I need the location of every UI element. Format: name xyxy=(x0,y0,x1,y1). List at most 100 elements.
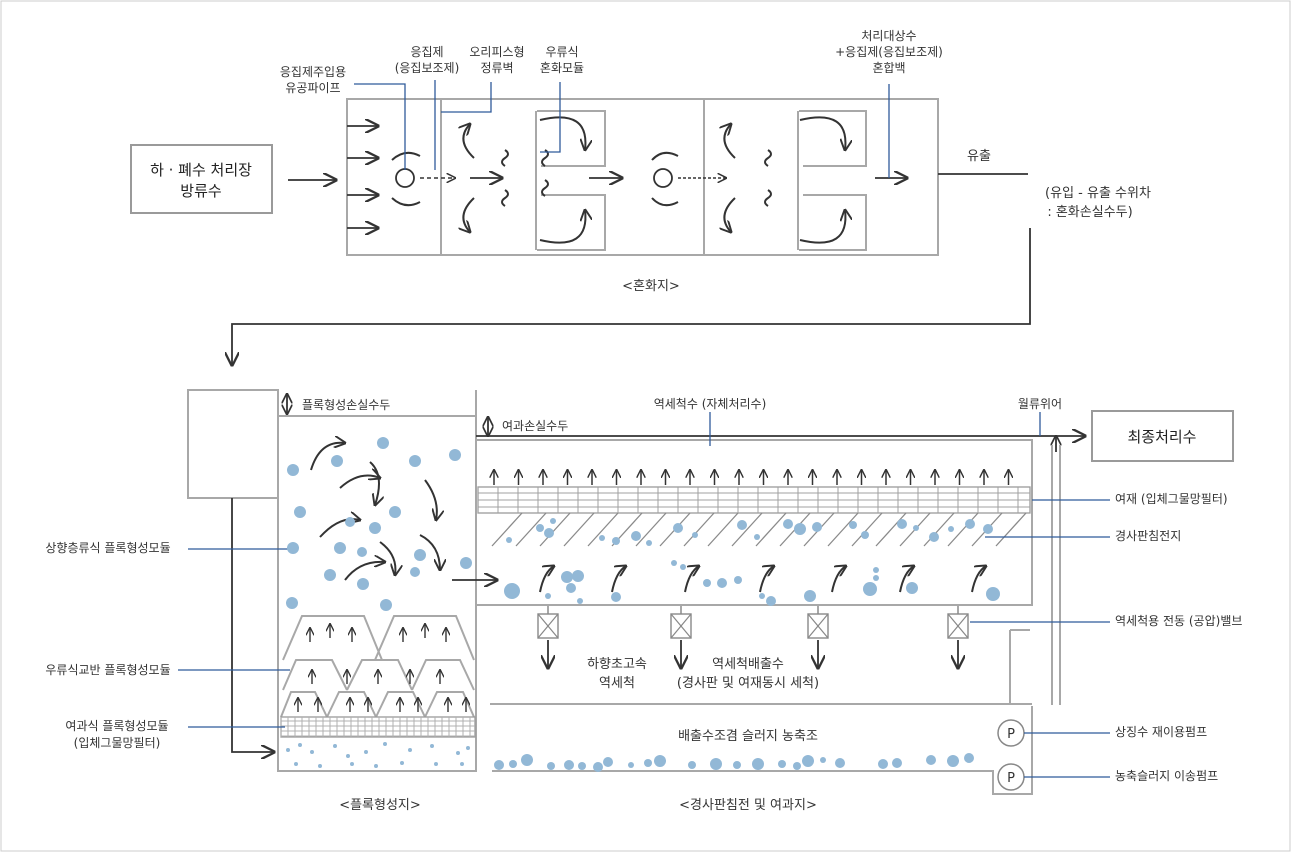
floc-particle xyxy=(383,742,387,746)
discharge-label-1: 역세척배출수 xyxy=(712,657,784,672)
floc-particle xyxy=(766,596,776,606)
floc-particle xyxy=(509,760,517,768)
floc-particle xyxy=(400,761,404,765)
inlet-line1: 하 · 폐수 처리장 xyxy=(150,161,252,179)
floc-particle xyxy=(873,575,879,581)
coagulant-label-1: 응집제 xyxy=(410,45,443,59)
reuse-pump: P xyxy=(997,719,1025,747)
floc-particle xyxy=(906,582,918,594)
floc-particle xyxy=(644,759,652,767)
floc-particle xyxy=(504,583,520,599)
floc-particle xyxy=(294,762,298,766)
floc-particle xyxy=(737,520,747,530)
floc-particle xyxy=(878,759,888,769)
floc-particle xyxy=(673,523,683,533)
floc-particle xyxy=(521,754,533,766)
floc-particle xyxy=(566,583,576,593)
floc-particle xyxy=(671,560,677,566)
floc-particle xyxy=(892,758,902,768)
floc-particle xyxy=(703,579,711,587)
floc-particle xyxy=(680,564,686,570)
floc-particle xyxy=(380,599,392,611)
baffle-module-label: 우류식교반 플록형성모듈 xyxy=(45,663,170,677)
mix-headloss-label-1: (유입 - 유출 수위차 xyxy=(1045,186,1151,201)
floc-particle xyxy=(298,743,302,747)
filter-module-label-1: 여과식 플록형성모듈 xyxy=(65,719,168,733)
floc-particle xyxy=(408,748,412,752)
floc-particle xyxy=(812,522,822,532)
floc-particle xyxy=(324,569,336,581)
floc-particle xyxy=(820,757,826,763)
floc-particle xyxy=(456,751,460,755)
floc-particle xyxy=(389,506,401,518)
coagulant-label-2: (응집보조제) xyxy=(395,61,460,75)
floc-particle xyxy=(414,549,426,561)
floc-particle xyxy=(334,542,346,554)
floc-particle xyxy=(544,528,554,538)
floc-particle xyxy=(611,592,621,602)
floc-particle xyxy=(965,519,975,529)
floc-particle xyxy=(310,750,314,754)
floc-particle xyxy=(897,519,907,529)
floc-particle xyxy=(577,598,583,604)
outflow-label: 유출 xyxy=(967,149,991,164)
floc-particle xyxy=(593,762,603,772)
pipe-label-1: 응집제주입용 xyxy=(280,65,346,79)
floc-particle xyxy=(547,762,555,770)
module-label-1: 우류식 xyxy=(545,45,578,59)
reuse-pump-label: 상징수 재이용펌프 xyxy=(1115,725,1207,739)
inlet-box: 하 · 폐수 처리장 방류수 xyxy=(130,144,273,214)
filter-headloss-label: 여과손실수두 xyxy=(502,419,568,433)
floc-particle xyxy=(545,593,551,599)
floc-particle xyxy=(863,582,877,596)
floc-particle xyxy=(561,571,573,583)
floc-particle xyxy=(754,534,760,540)
floc-particle xyxy=(294,506,306,518)
final-water-label: 최종처리수 xyxy=(1127,428,1196,446)
floc-particle xyxy=(350,762,354,766)
floc-particle xyxy=(947,755,959,767)
floc-particle xyxy=(460,762,464,766)
floc-particle xyxy=(409,455,421,467)
floc-particle xyxy=(578,762,586,770)
floc-particle xyxy=(929,532,939,542)
floc-particle xyxy=(734,576,742,584)
settle-tank-caption: <경사판침전 및 여과지> xyxy=(679,798,817,813)
floc-particle xyxy=(550,518,556,524)
perforated-pipe-2 xyxy=(653,168,673,188)
floc-particle xyxy=(494,760,504,770)
settle-tank xyxy=(476,436,1085,795)
sludge-tank-label: 배출수조겸 슬러지 농축조 xyxy=(678,729,818,744)
reuse-pump-symbol: P xyxy=(1007,727,1015,742)
floc-particle xyxy=(286,597,298,609)
floc-particle xyxy=(849,521,857,529)
floc-particle xyxy=(948,526,954,532)
mixing-tank-caption: <혼화지> xyxy=(622,279,680,294)
floc-particle xyxy=(926,755,936,765)
sludge-pump-label: 농축슬러지 이송펌프 xyxy=(1115,769,1218,783)
mixing-tank xyxy=(346,80,1028,256)
transfer-flow xyxy=(232,228,1031,365)
floc-particle xyxy=(612,537,620,545)
floc-particle xyxy=(692,532,698,538)
upflow-module-label: 상향층류식 플록형성모듈 xyxy=(45,541,170,555)
floc-particle xyxy=(377,437,389,449)
floc-particle xyxy=(733,761,741,769)
floc-particle xyxy=(430,744,434,748)
floc-particle xyxy=(631,531,641,541)
inlet-line2: 방류수 xyxy=(180,182,221,200)
floc-particle xyxy=(287,542,299,554)
floc-particle xyxy=(357,547,367,557)
plate-label: 경사판침전지 xyxy=(1115,529,1181,543)
floc-particle xyxy=(873,567,879,573)
floc-particle xyxy=(369,522,381,534)
floc-particle xyxy=(783,519,793,529)
floc-particle xyxy=(318,764,322,768)
floc-particle xyxy=(628,762,634,768)
floc-particle xyxy=(654,755,666,767)
mix-label-2: +응집제(응집보조제) xyxy=(835,45,943,59)
floc-particle xyxy=(287,464,299,476)
floc-particle xyxy=(286,748,290,752)
